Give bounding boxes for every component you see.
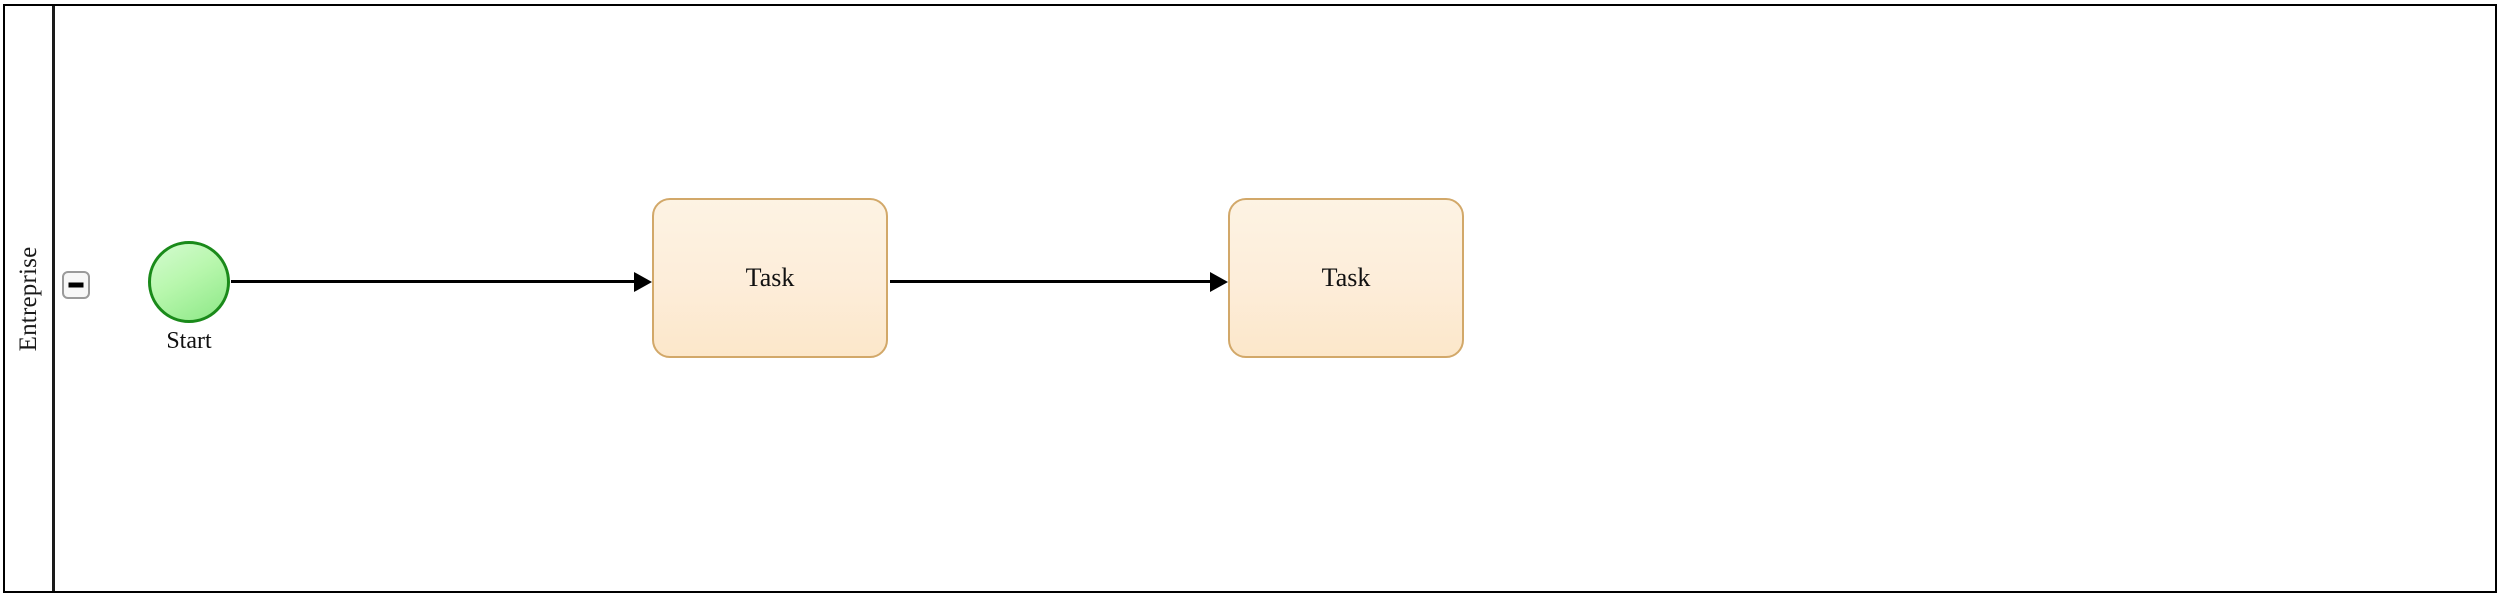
task-label: Task <box>745 263 795 292</box>
lane-title-label: Entreprise <box>14 246 42 351</box>
task-node-1[interactable]: Task <box>652 198 888 358</box>
lane-header[interactable]: Entreprise <box>5 6 55 591</box>
arrow-head-icon <box>1210 272 1228 292</box>
task-label: Task <box>1321 263 1371 292</box>
sequence-flow-1[interactable] <box>231 280 635 283</box>
minus-icon <box>68 282 84 288</box>
lane-collapse-toggle[interactable] <box>62 271 90 299</box>
arrow-head-icon <box>634 272 652 292</box>
sequence-flow-2[interactable] <box>890 280 1211 283</box>
start-event-node[interactable] <box>148 241 230 323</box>
start-event-circle <box>148 241 230 323</box>
task-node-2[interactable]: Task <box>1228 198 1464 358</box>
start-event-label: Start <box>166 328 212 354</box>
bpmn-pool[interactable]: Entreprise <box>3 4 2497 593</box>
